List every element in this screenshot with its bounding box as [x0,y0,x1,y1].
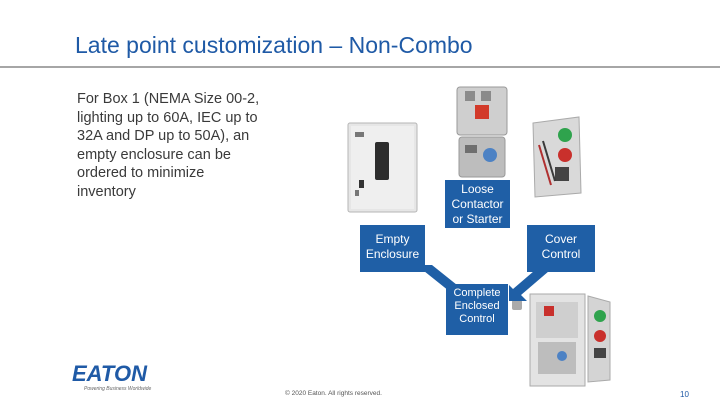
body-line: 32A and DP up to 50A), an [77,128,250,144]
complete-control-box: Complete Enclosed Control [446,284,508,335]
arrow-down-icon [509,265,549,301]
body-text: For Box 1 (NEMA Size 00-2, lighting up t… [77,90,302,201]
box-line: Complete [453,287,501,299]
logo-text: EATON [72,362,148,384]
body-line: ordered to minimize [77,165,205,181]
copyright: © 2020 Eaton. All rights reserved. [285,390,382,397]
body-line: inventory [77,183,136,200]
box-line: Cover [544,232,577,246]
box-line: or Starter [452,212,503,226]
empty-enclosure-box: Empty Enclosure [360,225,425,272]
eaton-logo: EATON [72,361,162,389]
title-divider [0,66,720,68]
box-line: Contactor [451,197,504,211]
page-number: 10 [680,390,689,399]
empty-enclosure-image [345,120,420,215]
cover-control-box: Cover Control [527,225,595,272]
box-line: Enclosure [365,247,420,261]
body-line: lighting up to 60A, IEC up to [77,109,258,126]
tagline: Powering Business Worldwide [84,386,152,392]
box-line: Empty [375,232,410,246]
cover-control-image [525,115,585,200]
body-line: For Box 1 (NEMA Size 00-2, [77,91,260,107]
loose-contactor-box: Loose Contactor or Starter [445,180,510,228]
box-line: Control [541,247,581,261]
box-line: Control [459,313,495,325]
complete-control-image [510,290,615,390]
contactor-image [445,85,515,180]
body-line: empty enclosure can be [77,146,231,163]
box-line: Enclosed [454,300,500,312]
slide-title: Late point customization – Non-Combo [75,32,473,58]
box-line: Loose [461,182,494,196]
